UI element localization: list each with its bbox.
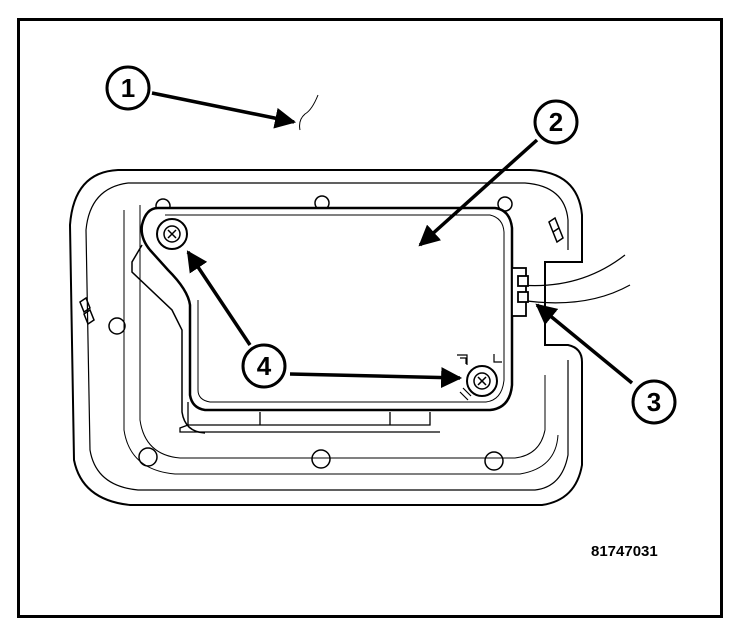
figure-id-number: 81747031 — [591, 543, 658, 560]
bracket-inner-rim — [85, 182, 569, 491]
callout-4-label: 4 — [257, 351, 272, 381]
mounting-screw-lower — [466, 365, 498, 397]
callout-1: 1 — [105, 65, 151, 111]
mounting-bracket-outline — [68, 169, 583, 506]
bracket-holes — [108, 195, 513, 471]
electrical-connector — [511, 267, 529, 317]
callout-3: 3 — [631, 379, 677, 425]
module-body — [140, 206, 514, 412]
wire-harness — [519, 254, 631, 304]
callout-2-label: 2 — [549, 107, 563, 137]
surface-edge — [299, 94, 319, 131]
callout-2: 2 — [533, 99, 579, 145]
module-base-lip — [179, 402, 440, 433]
callout-arrows — [151, 91, 634, 389]
bracket-inner-channel — [123, 205, 559, 475]
callout-3-label: 3 — [647, 387, 661, 417]
module-inner-edge — [165, 214, 505, 403]
orientation-marks — [457, 354, 502, 401]
callout-4: 4 — [241, 343, 287, 389]
module-side-flange — [131, 244, 206, 434]
mounting-screw-upper — [156, 218, 188, 250]
callout-1-label: 1 — [121, 73, 135, 103]
